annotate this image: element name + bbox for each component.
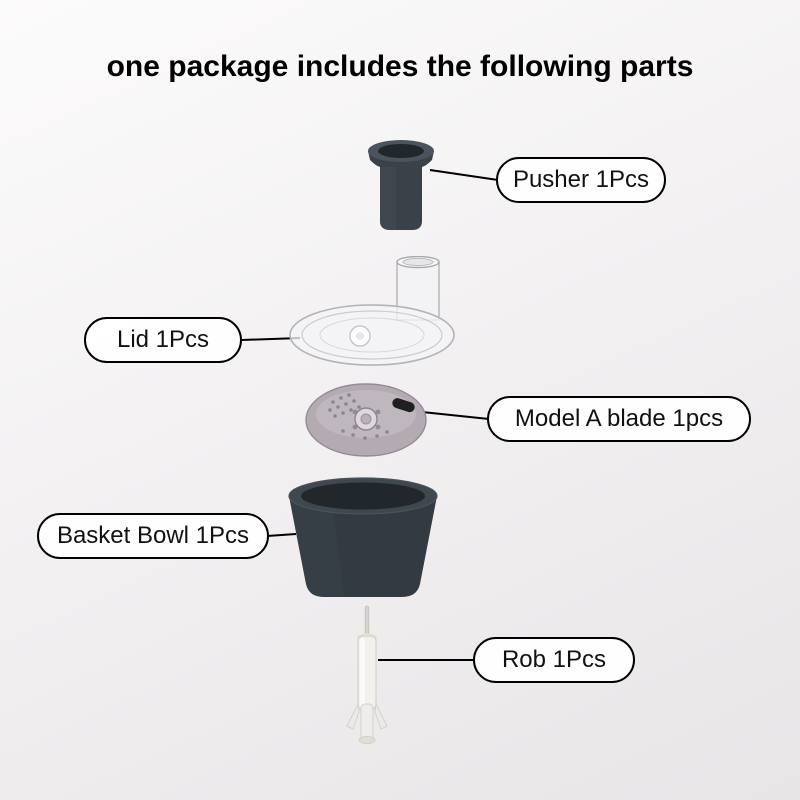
bowl-label: Basket Bowl 1Pcs <box>37 513 269 559</box>
basket-bowl-image <box>286 476 440 602</box>
diagram-title: one package includes the following parts <box>106 50 694 83</box>
pusher-label: Pusher 1Pcs <box>496 157 666 203</box>
connector-line-blade <box>421 411 490 420</box>
rob-image <box>336 604 398 746</box>
lid-label: Lid 1Pcs <box>84 317 242 363</box>
connector-line-pusher <box>429 169 499 181</box>
rob-label: Rob 1Pcs <box>473 637 635 683</box>
blade-disc-image <box>303 381 429 459</box>
lid-image <box>288 256 456 368</box>
pusher-image <box>366 138 436 233</box>
blade-label: Model A blade 1pcs <box>487 396 751 442</box>
